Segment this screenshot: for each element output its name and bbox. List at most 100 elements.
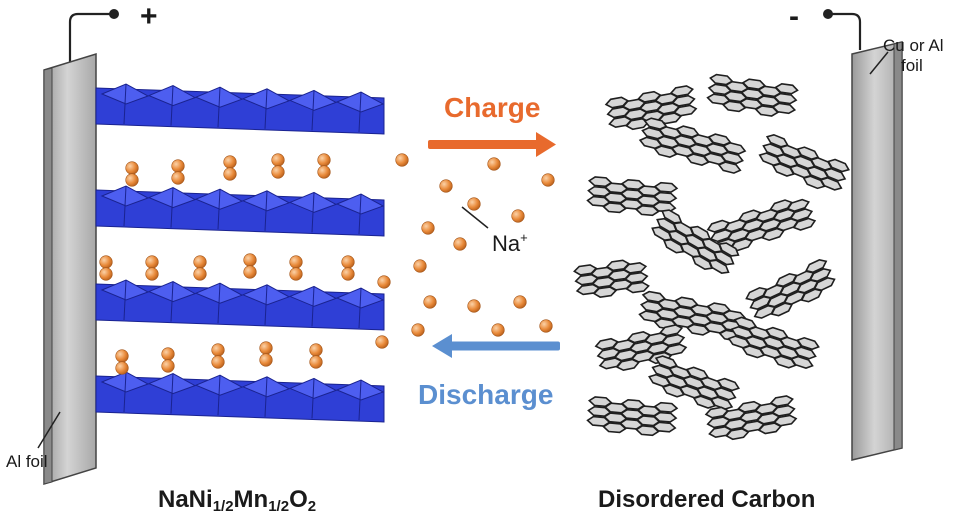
graphene-sheet — [758, 133, 850, 191]
sodium-ion — [271, 165, 285, 179]
sodium-ion — [317, 153, 331, 167]
cathode-caption-part: NaNi — [158, 486, 213, 513]
graphene-hex — [652, 421, 677, 433]
sodium-ion — [115, 361, 129, 375]
graphene-hex — [827, 158, 850, 173]
graphene-hex — [774, 82, 799, 95]
graphene-hex — [790, 355, 814, 369]
graphene-sheet — [706, 198, 817, 252]
octahedron-edge — [217, 283, 221, 324]
octahedron-edge — [358, 287, 362, 329]
sodium-ion — [411, 323, 425, 337]
sodium-ion — [289, 255, 303, 269]
sodium-ion — [193, 255, 207, 269]
sodium-ion — [115, 349, 129, 363]
sodium-ion — [309, 355, 323, 369]
octahedron-edge — [170, 187, 174, 228]
cathode-caption: NaNi1/2Mn1/2O2 — [158, 486, 316, 515]
graphene-hex — [653, 401, 679, 413]
sodium-ion — [541, 173, 555, 187]
sodium-ion — [99, 255, 113, 269]
sodium-ion — [259, 341, 273, 355]
octahedron-edge — [170, 373, 174, 414]
sodium-ion — [413, 259, 427, 273]
sodium-ion — [491, 323, 505, 337]
sodium-ion — [161, 347, 175, 361]
graphene-hex — [625, 281, 650, 294]
graphene-hex — [823, 167, 847, 182]
graphene-hex — [771, 102, 797, 115]
graphene-sheet — [651, 209, 740, 274]
octahedron-edge — [217, 87, 221, 128]
sodium-ion — [309, 343, 323, 357]
anode-caption: Disordered Carbon — [598, 486, 816, 513]
electrolyte-ions — [375, 153, 555, 349]
octahedron-edge — [358, 193, 362, 235]
cathode-caption-part: O — [289, 486, 308, 513]
cathode-ions — [99, 153, 355, 375]
sodium-ion-symbol: Na — [492, 231, 521, 256]
sodium-ion — [487, 157, 501, 171]
anode-foil — [851, 41, 903, 461]
graphene-hex — [773, 92, 798, 105]
octahedron-edge — [264, 88, 268, 129]
octahedron-edge — [311, 192, 315, 233]
octahedron-edge — [264, 284, 268, 325]
octahedron-edge — [217, 375, 221, 416]
negative-wire — [832, 12, 862, 50]
graphene-hex — [792, 217, 817, 231]
cathode-foil-label: Al foil — [6, 452, 48, 471]
graphene-hex — [771, 404, 796, 417]
graphene-sheet — [604, 85, 698, 131]
octahedron-edge — [358, 379, 362, 421]
sodium-ion — [145, 267, 159, 281]
sodium-ion-label: Na+ — [492, 231, 528, 255]
sodium-ion — [421, 221, 435, 235]
cathode-foil — [43, 52, 97, 486]
graphene-hex — [805, 259, 828, 274]
sodium-ion — [125, 173, 139, 187]
graphene-hex — [713, 387, 737, 401]
octahedron-edge — [170, 281, 174, 322]
negative-terminal-label: - — [789, 0, 799, 33]
graphene-sheet — [586, 396, 679, 437]
sodium-ion — [467, 197, 481, 211]
graphene-hex — [718, 242, 740, 257]
graphene-hex — [671, 94, 696, 107]
sodium-ion — [467, 299, 481, 313]
charge-label: Charge — [444, 92, 541, 123]
sodium-ion — [271, 153, 285, 167]
graphene-hex — [809, 268, 832, 283]
graphene-sheet — [594, 324, 688, 372]
sodium-ion — [377, 275, 391, 289]
foil-leader-line-left — [37, 411, 61, 449]
graphene-sheet — [638, 117, 747, 174]
sodium-ion — [211, 343, 225, 357]
graphene-sheet — [706, 73, 799, 117]
anode-foil-label-line2: foil — [901, 56, 923, 75]
sodium-ion — [423, 295, 437, 309]
octahedron-edge — [123, 371, 127, 413]
octahedron-edge — [311, 378, 315, 419]
octahedron-edge — [123, 279, 127, 321]
octahedron-edge — [264, 376, 268, 417]
positive-terminal-label: + — [140, 0, 158, 33]
graphene-sheet — [727, 316, 820, 369]
graphene-hex — [661, 333, 686, 347]
sodium-ion — [99, 267, 113, 281]
octahedron-edge — [311, 90, 315, 131]
cathode-caption-subscript: 1/2 — [268, 498, 290, 515]
graphene-hex — [713, 250, 735, 266]
cathode-caption-part: Mn — [233, 486, 269, 513]
sodium-ion — [395, 153, 409, 167]
discharge-arrow — [432, 334, 560, 358]
sodium-ion — [223, 155, 237, 169]
anode-foil-label-line1: Cu or Al — [883, 36, 944, 55]
sodium-ion — [145, 255, 159, 269]
graphene-hex — [813, 276, 836, 292]
cathode-layers — [95, 83, 385, 423]
graphene-sheet — [586, 176, 679, 217]
graphene-hex — [652, 191, 678, 203]
graphene-hex — [663, 343, 688, 356]
